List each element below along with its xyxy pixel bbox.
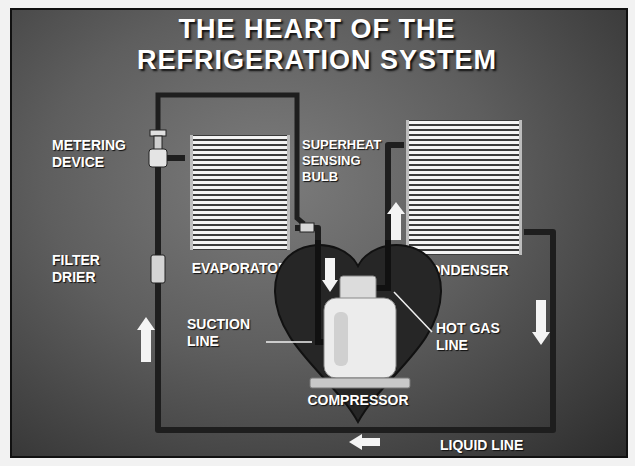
node-label: COMPRESSOR bbox=[270, 392, 446, 409]
coil-fin bbox=[406, 216, 522, 219]
compressor-shading bbox=[334, 312, 348, 366]
compressor-heart: COMPRESSOR bbox=[272, 240, 444, 422]
flow-arrow bbox=[322, 258, 338, 292]
coil-body bbox=[406, 120, 522, 255]
coil-fin bbox=[406, 201, 522, 204]
coil-end-plate bbox=[287, 135, 290, 250]
coil-fin bbox=[190, 176, 290, 179]
coil-fin bbox=[406, 166, 522, 169]
coil-fin bbox=[406, 136, 522, 139]
metering-valve bbox=[149, 149, 167, 167]
flow-arrow bbox=[532, 300, 550, 345]
coil-fin bbox=[406, 211, 522, 214]
discharge-pipe bbox=[376, 240, 388, 288]
coil-fin bbox=[406, 161, 522, 164]
coil-fin bbox=[406, 241, 522, 244]
coil-fin bbox=[190, 201, 290, 204]
coil-fin bbox=[406, 226, 522, 229]
coil-fin bbox=[190, 166, 290, 169]
coil-fin bbox=[406, 126, 522, 129]
flow-arrow bbox=[137, 317, 155, 362]
coil-end-plate bbox=[190, 135, 193, 250]
pipe-label: LIQUID LINE bbox=[440, 437, 560, 454]
coil-fin bbox=[190, 136, 290, 139]
compressor-body bbox=[324, 298, 396, 378]
coil-fin bbox=[190, 151, 290, 154]
coil-fin bbox=[406, 131, 522, 134]
coil-fin bbox=[190, 141, 290, 144]
coil-fin bbox=[190, 186, 290, 189]
coil-fin bbox=[406, 236, 522, 239]
coil-body bbox=[190, 135, 290, 250]
flow-arrow bbox=[349, 434, 380, 450]
coil-fin bbox=[406, 156, 522, 159]
coil-fin bbox=[190, 146, 290, 149]
coil-fin bbox=[190, 221, 290, 224]
coil-fin bbox=[190, 236, 290, 239]
coil-fin bbox=[406, 146, 522, 149]
coil-fin bbox=[406, 171, 522, 174]
coil-fin bbox=[406, 121, 522, 124]
valve-stem bbox=[154, 136, 162, 150]
coil-fin bbox=[406, 176, 522, 179]
sensing-bulb bbox=[300, 223, 314, 232]
coil-fin bbox=[406, 151, 522, 154]
coil-drawing bbox=[185, 133, 295, 281]
coil-fin bbox=[190, 196, 290, 199]
refrigerant-pipe bbox=[158, 158, 553, 430]
filter-drier-symbol bbox=[151, 255, 165, 283]
compressor-base bbox=[310, 378, 410, 388]
coil-fin bbox=[190, 231, 290, 234]
refrigerant-pipe bbox=[388, 145, 404, 240]
coil-fin bbox=[406, 181, 522, 184]
coil-fin bbox=[190, 246, 290, 249]
coil-fin bbox=[406, 186, 522, 189]
pipe-label: SUCTION LINE bbox=[187, 316, 265, 350]
leader-line bbox=[266, 341, 312, 343]
coil-fin bbox=[190, 191, 290, 194]
coil-fin bbox=[190, 241, 290, 244]
valve-cap bbox=[150, 130, 166, 136]
coil-fin bbox=[190, 181, 290, 184]
coil-fin bbox=[406, 231, 522, 234]
coil-fin bbox=[190, 156, 290, 159]
part-label: METERING DEVICE bbox=[52, 137, 142, 171]
coil-fin bbox=[406, 246, 522, 249]
coil-fin bbox=[190, 161, 290, 164]
coil-fin bbox=[190, 206, 290, 209]
part-label: SUPERHEAT SENSING BULB bbox=[302, 137, 386, 185]
evaporator-coil: EVAPORATOR bbox=[185, 133, 295, 281]
coil-fin bbox=[190, 216, 290, 219]
part-label: FILTER DRIER bbox=[52, 252, 122, 286]
title: THE HEART OF THE REFRIGERATION SYSTEM bbox=[117, 14, 517, 76]
pipe-label: HOT GAS LINE bbox=[436, 320, 526, 354]
coil-end-plate bbox=[519, 120, 522, 255]
coil-fin bbox=[190, 211, 290, 214]
coil-fin bbox=[406, 221, 522, 224]
flow-arrow bbox=[387, 202, 405, 240]
coil-fin bbox=[406, 141, 522, 144]
coil-fin bbox=[406, 191, 522, 194]
leader-line bbox=[394, 292, 432, 332]
coil-end-plate bbox=[406, 120, 409, 255]
coil-fin bbox=[406, 196, 522, 199]
coil-fin bbox=[190, 226, 290, 229]
coil-fin bbox=[190, 171, 290, 174]
coil-fin bbox=[406, 206, 522, 209]
